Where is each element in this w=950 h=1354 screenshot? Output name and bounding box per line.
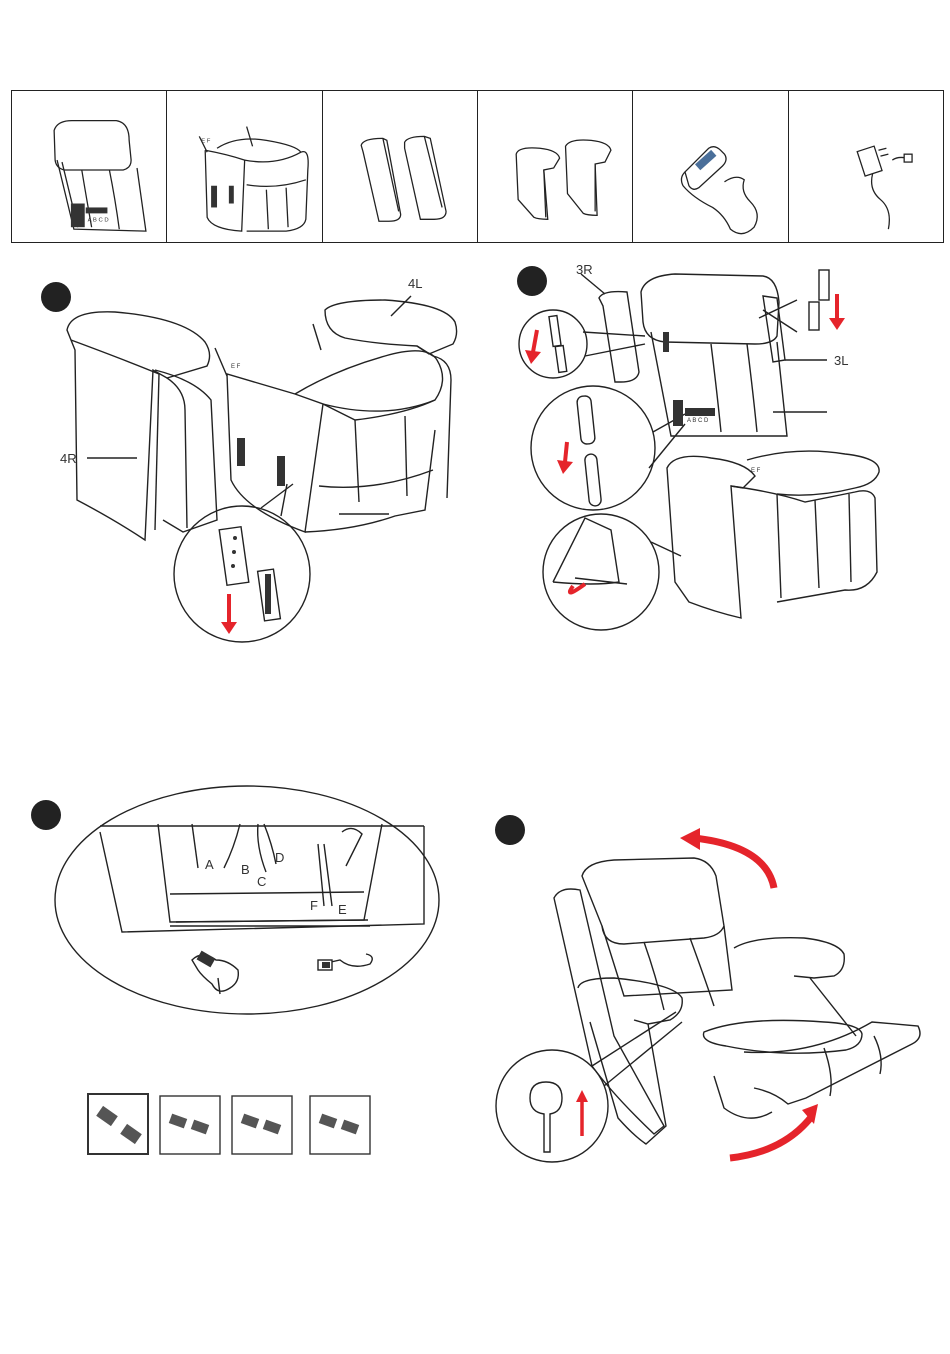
armrests-icon xyxy=(478,91,632,242)
svg-text:A B C D: A B C D xyxy=(88,217,109,223)
svg-text:A B C D: A B C D xyxy=(687,418,709,424)
arm-right-callout: 4R xyxy=(60,451,77,466)
part-seat-base: E F xyxy=(167,91,322,242)
part-armrest-cushions xyxy=(323,91,478,242)
cushion-right-callout: 3R xyxy=(576,262,593,277)
cushion-left-callout: 3L xyxy=(834,353,848,368)
arm-left-callout: 4L xyxy=(408,276,422,291)
part-armrests xyxy=(478,91,633,242)
seat-base-icon: E F xyxy=(167,91,321,242)
svg-text:E F: E F xyxy=(751,468,761,474)
backrest-icon: A B C D xyxy=(12,91,166,242)
step-3-illustration xyxy=(52,784,442,1024)
power-adapter-icon xyxy=(789,91,943,242)
connector-b-label: B xyxy=(241,862,250,877)
step-4-illustration xyxy=(494,826,934,1166)
part-backrest: A B C D xyxy=(12,91,167,242)
part-power-adapter xyxy=(789,91,943,242)
step-2-illustration: A B C D E F xyxy=(515,262,890,632)
connector-thumbnails xyxy=(86,1090,376,1160)
armrest-cushions-icon xyxy=(323,91,477,242)
parts-list: A B C D E F xyxy=(11,90,944,243)
svg-text:E F: E F xyxy=(231,364,241,370)
remote-control-icon xyxy=(633,91,787,242)
step-1-illustration: E F xyxy=(55,270,465,650)
connector-f-label: F xyxy=(310,898,318,913)
connector-e-label: E xyxy=(338,902,347,917)
connector-a-label: A xyxy=(205,857,214,872)
connector-c-label: C xyxy=(257,874,266,889)
svg-text:E F: E F xyxy=(202,138,212,144)
part-remote-control xyxy=(633,91,788,242)
connector-d-label: D xyxy=(275,850,284,865)
